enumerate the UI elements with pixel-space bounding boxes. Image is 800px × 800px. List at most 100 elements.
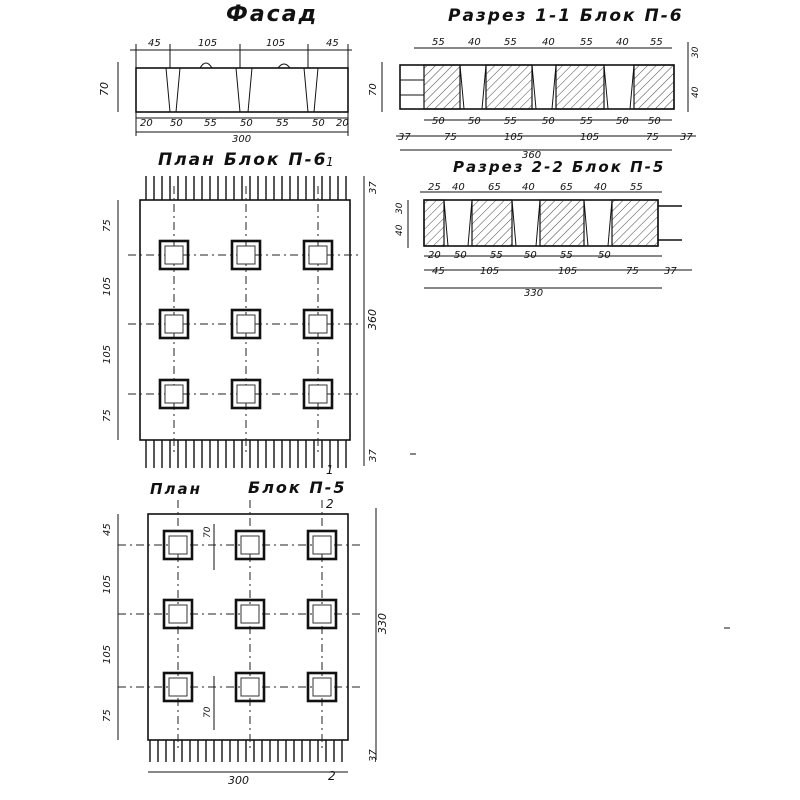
column-socket	[230, 239, 262, 271]
section-1-dim-bottom-2: 75	[444, 132, 457, 143]
section-2-view: 25 40 65 40 65 40 55 20 50 55 50 55 50 4…	[395, 182, 692, 299]
socket-opening	[164, 314, 184, 334]
section-1-dim-top-7: 55	[650, 37, 663, 48]
plan-p6-right-dim-2: 360	[366, 309, 379, 330]
plan-p5-title: Блок П-5	[248, 478, 347, 497]
facade-dim-bottom-6: 50	[312, 118, 325, 129]
plan-p5-section-mark-bottom: 2	[328, 769, 336, 783]
facade-height-dim: 70	[98, 82, 111, 96]
column-socket	[162, 671, 194, 703]
section-2-overall-dim: 330	[524, 288, 543, 299]
column-socket	[234, 529, 266, 561]
column-socket	[302, 378, 334, 410]
section-2-dim-top-7: 55	[630, 182, 643, 193]
socket-opening	[312, 677, 332, 697]
facade-dim-bottom-3: 55	[204, 118, 217, 129]
facade-dim-bottom-1: 20	[140, 118, 153, 129]
column-socket	[158, 239, 190, 271]
section-2-dim-top-1: 25	[428, 182, 441, 193]
facade-dim-bottom-2: 50	[170, 118, 183, 129]
plan-p6-left-dim-1: 75	[102, 219, 113, 232]
facade-dim-top-1: 45	[148, 38, 161, 49]
section-1-right-dim-1: 30	[691, 46, 701, 58]
column-socket	[230, 308, 262, 340]
section-1-dim-mid-3: 55	[504, 116, 517, 127]
section-2-dim-mid-3: 55	[490, 250, 503, 261]
column-socket	[230, 378, 262, 410]
section-2-left-dim-2: 30	[395, 202, 405, 214]
plan-p5-left-dim-4: 75	[102, 709, 113, 722]
socket-opening	[168, 677, 188, 697]
section-2-dim-bottom-2: 105	[480, 266, 499, 277]
column-socket	[162, 529, 194, 561]
plan-p5-section-mark-top: 2	[326, 497, 334, 511]
column-socket	[306, 529, 338, 561]
section-1-title: Разрез 1-1 Блок П-6	[448, 6, 684, 26]
section-2-dim-top-6: 40	[594, 182, 607, 193]
section-1-dim-mid-5: 55	[580, 116, 593, 127]
section-1-dim-bottom-4: 105	[580, 132, 599, 143]
plan-p5-right-dim-2: 37	[368, 749, 379, 762]
section-2-dim-mid-5: 55	[560, 250, 573, 261]
plan-p6-title: План Блок П-6	[158, 150, 328, 170]
section-1-view: 55 40 55 40 55 40 55 50 50 55 50 55 50 5…	[368, 37, 701, 161]
socket-opening	[240, 677, 260, 697]
socket-opening	[240, 535, 260, 555]
section-1-dim-top-3: 55	[504, 37, 517, 48]
plan-p6-section-mark-bottom: 1	[326, 463, 334, 477]
section-2-left-dim-1: 40	[395, 224, 405, 236]
facade-view: 45 105 105 45 20 50 55 50 55 50 20 300 7…	[98, 38, 352, 145]
facade-dim-top-3: 105	[266, 38, 285, 49]
socket-opening	[308, 314, 328, 334]
section-2-dim-bottom-3: 105	[558, 266, 577, 277]
section-1-dim-mid-6: 50	[616, 116, 629, 127]
facade-dim-top-4: 45	[326, 38, 339, 49]
section-1-dim-bottom-1: 37	[398, 132, 411, 143]
plan-p6-view: 1 1 75 105 105 75 37 360 37	[102, 155, 379, 477]
section-1-dim-top-5: 55	[580, 37, 593, 48]
socket-opening	[240, 604, 260, 624]
section-2-dim-top-4: 40	[522, 182, 535, 193]
column-socket	[306, 598, 338, 630]
facade-dim-top-2: 105	[198, 38, 217, 49]
plan-p6-right-dim-3: 37	[368, 449, 379, 462]
section-1-dim-top-6: 40	[616, 37, 629, 48]
socket-opening	[236, 245, 256, 265]
plan-p5-bottom-dim: 300	[228, 774, 249, 787]
section-2-dim-mid-1: 20	[428, 250, 441, 261]
facade-dim-bottom-7: 20	[336, 118, 349, 129]
plan-p5-right-dim-1: 330	[376, 613, 389, 634]
socket-opening	[312, 604, 332, 624]
facade-dim-bottom-5: 55	[276, 118, 289, 129]
section-2-dim-mid-6: 50	[598, 250, 611, 261]
section-1-dim-bottom-3: 105	[504, 132, 523, 143]
section-2-dim-bottom-5: 37	[664, 266, 677, 277]
plan-p6-left-dim-3: 105	[102, 345, 113, 364]
facade-dim-bottom-4: 50	[240, 118, 253, 129]
plan-p5-left-dim-2: 105	[102, 575, 113, 594]
column-socket	[158, 308, 190, 340]
socket-opening	[168, 604, 188, 624]
facade-overall-dim: 300	[232, 134, 251, 145]
column-socket	[234, 598, 266, 630]
section-1-dim-mid-4: 50	[542, 116, 555, 127]
plan-p5-view: 2 2 45 105 105 75 70 70 330 37 300	[102, 497, 389, 787]
plan-p5-inner-dim-2: 70	[203, 706, 213, 718]
plan-p6-left-dim-2: 105	[102, 277, 113, 296]
section-1-height-dim: 70	[368, 83, 379, 96]
section-1-right-dim-2: 40	[691, 86, 701, 98]
section-2-dim-mid-2: 50	[454, 250, 467, 261]
column-socket	[302, 239, 334, 271]
section-2-dim-top-3: 65	[488, 182, 501, 193]
column-socket	[158, 378, 190, 410]
section-1-dim-top-4: 40	[542, 37, 555, 48]
section-1-dim-bottom-5: 75	[646, 132, 659, 143]
section-1-dim-mid-1: 50	[432, 116, 445, 127]
section-1-dim-top-2: 40	[468, 37, 481, 48]
column-socket	[302, 308, 334, 340]
facade-title: Фасад	[226, 2, 319, 27]
plan-p5-label: План	[150, 480, 203, 498]
column-socket	[234, 671, 266, 703]
socket-opening	[164, 384, 184, 404]
